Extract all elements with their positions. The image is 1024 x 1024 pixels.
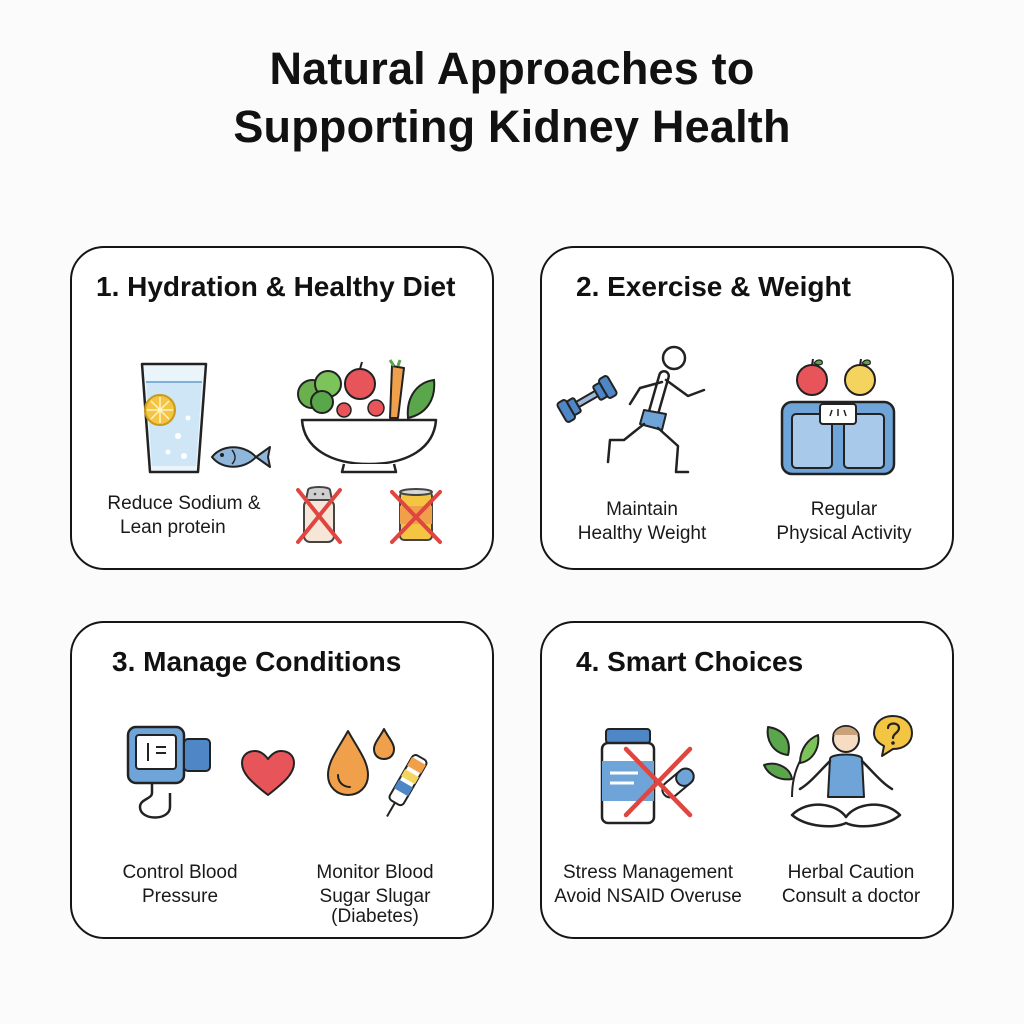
label-line: Physical Activity [776,523,912,544]
label-line: Healthy Weight [577,523,707,544]
page-title-line-2: Supporting Kidney Health [233,101,791,152]
page-title: Natural Approaches to Supporting Kidney … [0,40,1024,156]
card-manage-conditions: 3. Manage Conditions Control Blood Press… [70,621,494,939]
label-maintain-weight: Maintain Healthy Weight [558,498,726,546]
question-bubble-icon [873,715,913,757]
label-line: Pressure [141,886,219,907]
label-line: Sugar Slugar [319,886,431,907]
label-line: Control Blood [122,862,238,883]
label-line: Reduce Sodium & [107,493,261,514]
blood-pressure-monitor-icon [126,725,211,819]
card-smart-choices: 4. Smart Choices Stress Management A [540,621,954,939]
card-title: 4. Smart Choices [576,646,804,677]
salad-bowl-icon [297,359,438,474]
water-glass-icon [140,362,208,474]
card-title: 1. Hydration & Healthy Diet [96,271,456,302]
label-line: Lean protein [120,517,226,538]
page-title-line-1: Natural Approaches to [269,43,755,94]
label-herbal-caution: Herbal Caution Consult a doctor [760,861,942,909]
bathroom-scale-icon [780,400,896,476]
label-line: Monitor Blood [316,862,434,883]
fish-icon [210,446,271,468]
label-line: Maintain [606,499,678,520]
herb-leaves-icon [763,726,820,798]
card-hydration-diet: 1. Hydration & Healthy Diet [70,246,494,570]
label-line: Regular [810,499,878,520]
card-title: 2. Exercise & Weight [576,271,851,302]
label-control-bp: Control Blood Pressure [92,861,268,909]
runner-icon [606,345,706,474]
pill-bottle-no-icon [600,728,695,825]
no-salt-icon [296,486,342,544]
no-canned-food-icon [390,488,442,544]
blood-drop-icon [327,728,395,796]
label-reduce-sodium: Reduce Sodium & Lean protein [86,492,282,540]
label-line: Consult a doctor [781,886,921,907]
label-stress-nsaid: Stress Management Avoid NSAID Overuse [544,861,752,909]
card-exercise-weight: 2. Exercise & Weight Maintain [540,246,954,570]
meditation-icon [790,725,902,828]
card-title: 3. Manage Conditions [112,646,402,677]
label-physical-activity: Regular Physical Activity [756,498,932,546]
dumbbell-icon [556,375,618,423]
heart-icon [241,750,295,796]
label-line: Stress Management [562,862,734,883]
test-strip-icon [386,754,428,817]
label-line: (Diabetes) [331,906,419,927]
apples-icon [796,358,876,396]
label-line: Herbal Caution [787,862,915,883]
label-monitor-sugar: Monitor Blood Sugar Slugar (Diabetes) [286,861,464,929]
label-line: Avoid NSAID Overuse [554,886,742,907]
